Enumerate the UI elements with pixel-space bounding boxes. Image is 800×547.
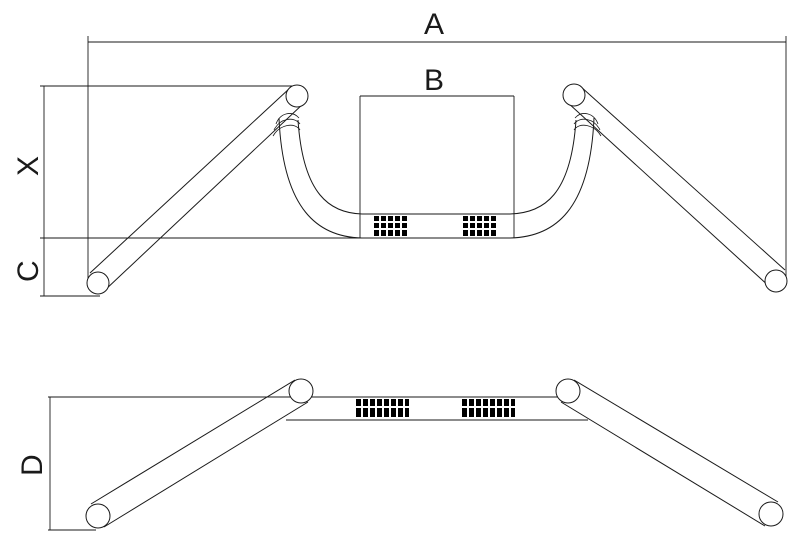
dimension-d: D [16, 396, 292, 531]
dimension-c-label: C [12, 260, 45, 282]
front-left-bend-cap [288, 378, 314, 404]
dimension-a: A [87, 8, 787, 278]
top-left-bar-end [86, 84, 309, 295]
top-view: A B X C [12, 8, 788, 297]
top-knurl-right [463, 216, 496, 236]
right-bend-cap [562, 83, 586, 107]
front-knurl-right [462, 399, 515, 417]
dimension-d-label: D [16, 454, 49, 476]
left-bend-cap [285, 84, 309, 108]
top-knurl-left [374, 216, 407, 236]
front-knurl-left [356, 399, 409, 417]
dimension-b: B [359, 64, 515, 238]
front-view: D [16, 378, 784, 531]
dimension-x-label: X [12, 156, 45, 176]
left-end-cap [86, 271, 110, 295]
top-center-rise [272, 113, 602, 239]
right-end-cap [764, 269, 788, 293]
front-right-end-cap [758, 501, 784, 527]
dimension-x-c: X C [12, 85, 362, 297]
dimension-b-label: B [424, 64, 444, 97]
front-left-arm [85, 378, 314, 529]
front-right-arm [555, 378, 784, 527]
top-right-bar-end [562, 83, 788, 293]
front-center-tube [286, 396, 588, 421]
dimension-a-label: A [424, 8, 444, 41]
front-left-end-cap [85, 503, 111, 529]
front-right-bend-cap [555, 378, 581, 404]
